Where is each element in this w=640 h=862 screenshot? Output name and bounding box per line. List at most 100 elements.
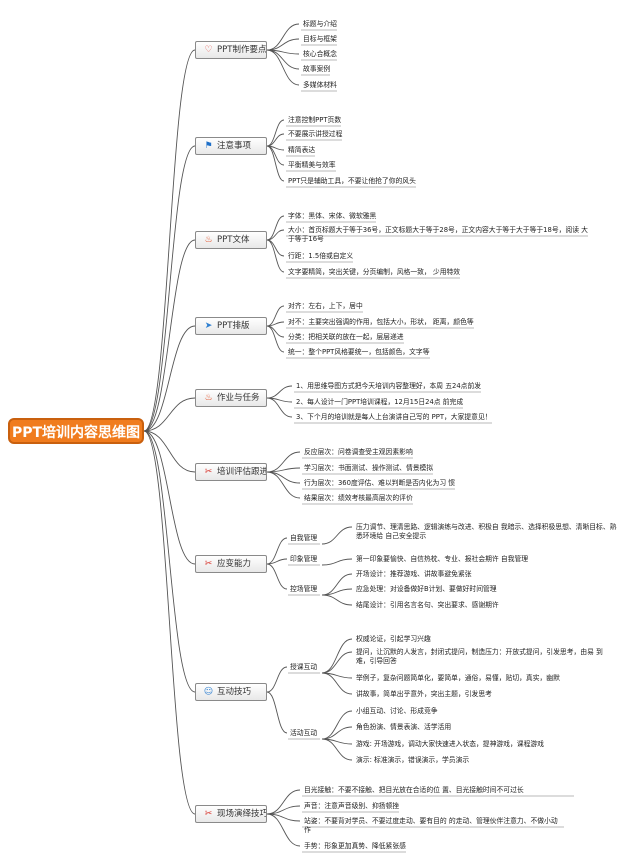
leaf-item: 字体：黑体、宋体、微软雅黑 (288, 212, 377, 220)
leaf-line (266, 321, 285, 327)
category-label: PPT排版 (217, 321, 250, 331)
sub-category[interactable]: 授课互动 (290, 663, 318, 671)
leaf-item: 目光接触：不要不接触、把目光放在合适的位 置、目光接触时间不可过长 (304, 786, 524, 794)
category-label: 注意事项 (217, 141, 252, 151)
category-label: 应变能力 (217, 559, 252, 569)
root-node[interactable]: PPT培训内容思维图 (8, 418, 144, 444)
leaf-line (321, 726, 353, 740)
leaf-item: 平衡精美与效率 (288, 161, 336, 169)
leaf-item: 精简表达 (288, 146, 316, 154)
leaf-line (266, 145, 285, 182)
leaf-line (321, 573, 353, 596)
leaf-item: 故事案例 (303, 65, 331, 73)
leaf-line (266, 229, 285, 241)
leaf-line (321, 558, 353, 566)
leaf-item: 反应层次：问卷调查受主观因素影响 (304, 448, 413, 456)
leaf-line (266, 38, 300, 51)
leaf-item: 1、用思维导图方式把今天培训内容整理好，本周 五24点前发 (296, 382, 482, 390)
leaf-item: 多媒体材料 (303, 81, 337, 89)
leaf-line (321, 672, 353, 695)
leaf-line (266, 215, 285, 241)
leaf-item: 标题与介绍 (303, 20, 337, 28)
leaf-line (266, 451, 301, 473)
paper-plane-icon: ➤ (204, 321, 213, 331)
sub-line (266, 558, 288, 565)
leaf-item: 核心合概念 (303, 50, 337, 58)
leaf-item: 行距：1.5倍或自定义 (288, 252, 354, 260)
sub-category[interactable]: 活动互动 (290, 729, 318, 737)
branch-line (143, 430, 196, 473)
sub-category[interactable]: 自我管理 (290, 534, 318, 542)
leaf-item: 结果层次：绩效考核最高层次的评价 (304, 494, 413, 502)
fire-icon: ♨ (204, 235, 213, 245)
leaf-line (266, 133, 285, 147)
leaf-line (321, 594, 353, 606)
leaf-line (266, 467, 301, 473)
leaf-item: 结尾设计：引用名言名句、突出要求、感谢期许 (356, 601, 499, 609)
category-node[interactable]: ✂应变能力 (195, 555, 267, 573)
category-node[interactable]: ☺互动技巧 (195, 683, 267, 701)
fire-icon: ♨ (204, 393, 213, 403)
category-node[interactable]: ♨ 作业与任务 (195, 389, 267, 407)
category-node[interactable]: ♨ PPT文体 (195, 231, 267, 249)
branch-line (143, 145, 196, 432)
leaf-line (321, 651, 353, 674)
leaf-item: 对齐：左右，上下，居中 (288, 302, 363, 310)
leaf-item: 讲故事，简单出乎意外，突出主题，引发思考 (356, 690, 492, 698)
tools-icon: ✂ (204, 809, 213, 819)
leaf-item: 2、每人设计一门PPT培训课程，12月15日24点 前完成 (296, 398, 464, 406)
leaf-item: 第一印象要愉快、自信热枕、专业、报社会期许 自我管理 (356, 555, 529, 563)
category-label: PPT文体 (217, 235, 250, 245)
leaf-item: 文字要精简，突出关键，分页编制，风格一致， 少用特效 (288, 268, 461, 276)
leaf-item: 统一：整个PPT风格要统一，包括颜色，文字等 (288, 348, 430, 356)
flag-icon: ⚑ (204, 141, 213, 151)
leaf-item: 目标与框架 (303, 35, 337, 43)
category-label: 作业与任务 (217, 393, 260, 403)
category-node[interactable]: ♡ PPT制作要点 (195, 41, 267, 59)
leaf-line (266, 239, 285, 257)
leaf-item: 学习层次：书面测试、操作测试、情景模拟 (304, 464, 434, 472)
branch-line (143, 430, 196, 565)
branch-line (143, 325, 196, 432)
branch-line (143, 397, 196, 432)
leaf-item: 手势：形象更加真势、降低紧张感 (304, 842, 406, 850)
heart-icon: ♡ (204, 45, 213, 55)
leaf-line (266, 813, 301, 847)
category-label: 互动技巧 (217, 687, 252, 697)
sub-line (266, 666, 288, 693)
leaf-item: 分类：把相关联的放在一起，层层递进 (288, 333, 404, 341)
category-node[interactable]: ➤ PPT排版 (195, 317, 267, 335)
branch-line (143, 239, 196, 432)
leaf-item: 行为层次：360度评估、难以判断是否内化为习 惯 (304, 479, 456, 487)
leaf-line (266, 789, 301, 815)
category-node[interactable]: ⚑ 注意事项 (195, 137, 267, 155)
leaf-item: 3、下个月的培训就是每人上台演讲自己写的 PPT，大家提意见！ (296, 413, 492, 421)
sub-category[interactable]: 印象管理 (290, 555, 318, 563)
leaf-item: 提问，让沉默的人发言，封闭式提问，制造压力：开放式提问，引发思考，由易 到 难，… (356, 648, 603, 665)
category-label: 现场演绎技巧 (217, 809, 267, 819)
leaf-item: 不要展示讲授过程 (288, 130, 343, 138)
leaf-item: 角色扮演、情景表演、活学活用 (356, 723, 452, 731)
leaf-line (266, 471, 301, 499)
leaf-line (321, 638, 353, 674)
leaf-line (266, 49, 300, 70)
tools-icon: ✂ (204, 467, 213, 477)
category-label: PPT制作要点 (217, 45, 267, 55)
sub-line (266, 691, 288, 734)
sub-line (266, 537, 288, 565)
leaf-item: 举例子，复杂问题简单化，要简单，通俗，易懂，贴切，真实，幽默 (356, 674, 560, 682)
category-node[interactable]: ✂ 现场演绎技巧 (195, 805, 267, 823)
leaf-line (266, 239, 285, 273)
leaf-item: PPT只是辅助工具，不要让他抢了你的风头 (288, 177, 416, 185)
leaf-item: 权威论证，引起学习兴趣 (356, 635, 431, 643)
branch-line (143, 430, 196, 693)
branch-line (143, 430, 196, 815)
sub-category[interactable]: 控场管理 (290, 585, 318, 593)
category-node[interactable]: ✂ 培训评估跟进 (195, 463, 267, 481)
category-label: 培训评估跟进 (217, 467, 267, 477)
leaf-line (266, 471, 301, 484)
smile-icon: ☺ (203, 687, 214, 697)
leaf-line (266, 119, 285, 147)
leaf-item: 演示: 标准演示，错误演示，学员演示 (356, 756, 470, 764)
